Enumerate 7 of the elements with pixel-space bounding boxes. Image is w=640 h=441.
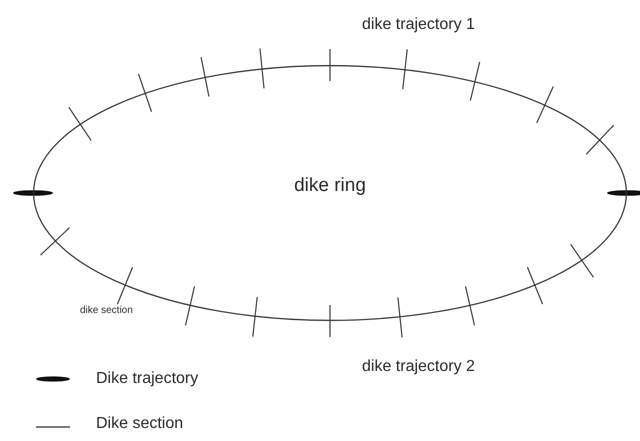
legend-text: Dike section: [96, 415, 184, 433]
ring-ellipse: [33, 65, 627, 321]
trajectory-label: dike trajectory 1: [362, 16, 475, 34]
ring-label: dike ring: [294, 175, 366, 197]
trajectory-label: dike trajectory 2: [362, 358, 475, 376]
legend-text: Dike trajectory: [96, 370, 198, 388]
section-label: dike section: [80, 305, 133, 316]
